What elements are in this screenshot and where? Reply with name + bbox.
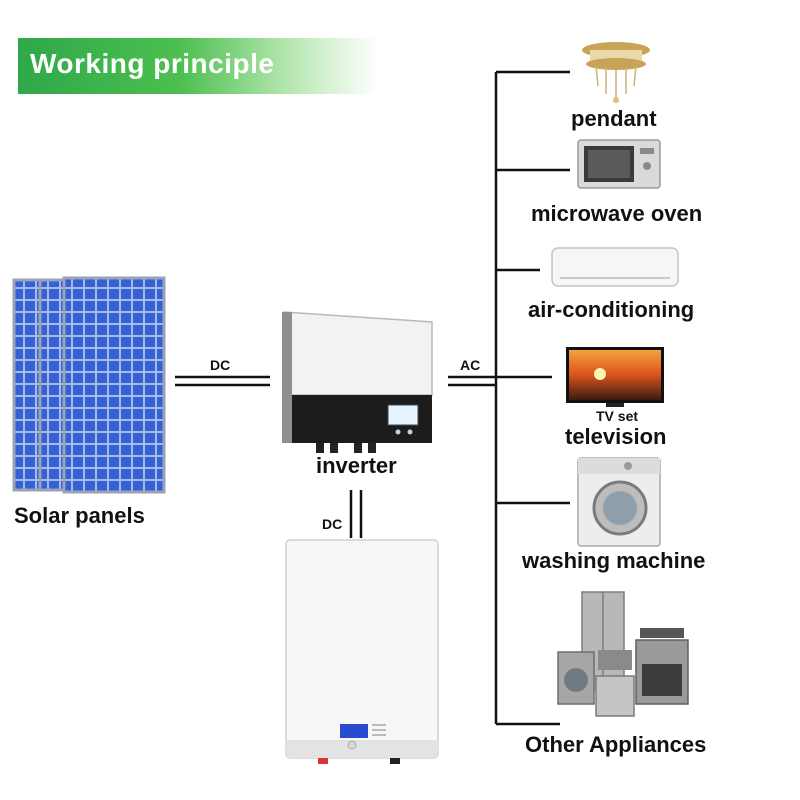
- appliance-label-microwave: microwave oven: [531, 201, 703, 226]
- appliance-label-washing-machine: washing machine: [522, 548, 706, 573]
- solar-panels-icon: [12, 276, 166, 494]
- chandelier-icon: [582, 42, 650, 103]
- appliance-label-pendant: pendant: [571, 106, 657, 131]
- washing-machine-icon: [577, 457, 661, 547]
- appliance-label-television: television: [565, 424, 667, 449]
- dc-label-panels: DC: [210, 357, 231, 373]
- appliance-label-air-conditioning: air-conditioning: [528, 297, 695, 322]
- ac-label: AC: [460, 357, 481, 373]
- inverter-icon: [282, 311, 433, 453]
- television-icon: [566, 347, 664, 407]
- title-banner: [18, 38, 378, 94]
- microwave-icon: [577, 139, 661, 189]
- ac-line: [448, 375, 496, 387]
- dc-label-battery: DC: [322, 516, 343, 532]
- tv-caption: TV set: [596, 408, 638, 424]
- appliance-label-other: Other Appliances: [525, 732, 707, 757]
- appliance-bus: [494, 70, 570, 726]
- dc-line-battery: [349, 490, 363, 538]
- solar-panels-label: Solar panels: [14, 503, 145, 528]
- page-title: Working principle: [30, 48, 275, 79]
- battery-icon: [285, 539, 439, 764]
- appliances-icon: [557, 591, 689, 717]
- inverter-label: inverter: [316, 453, 397, 478]
- dc-line-panels: [175, 375, 270, 387]
- air-conditioner-icon: [551, 247, 679, 287]
